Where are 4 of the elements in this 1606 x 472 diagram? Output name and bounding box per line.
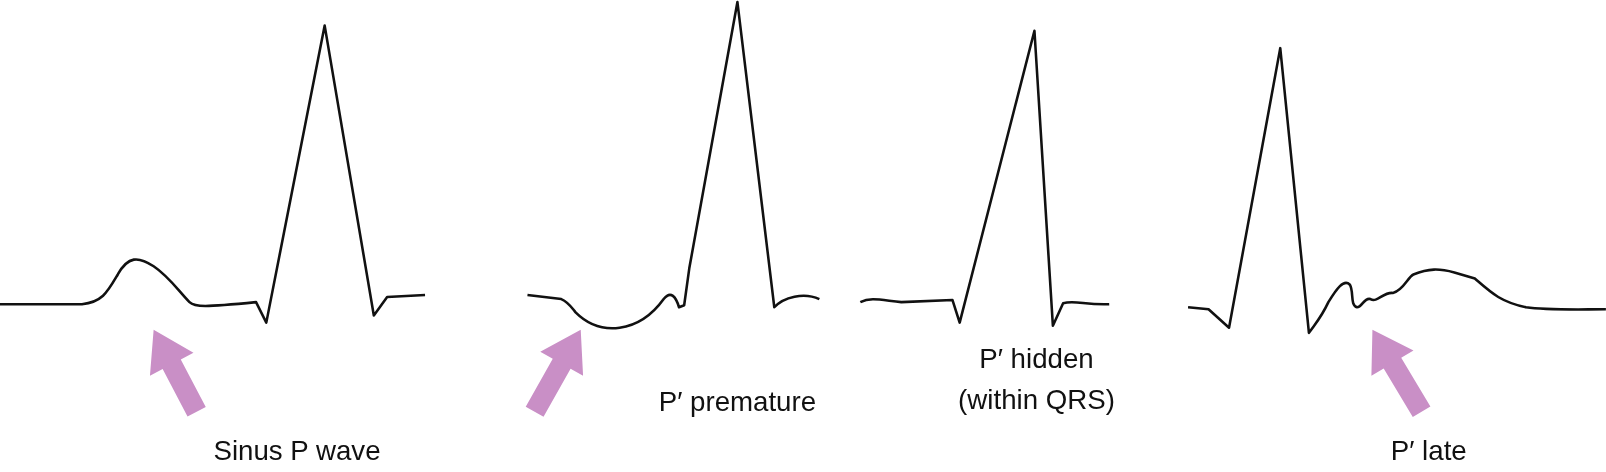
wave-label: Sinus P wave (213, 434, 381, 468)
wave-label: P′ hidden (within QRS) (957, 342, 1116, 417)
wave-label: P′ late (1390, 434, 1467, 468)
wave-label: P′ premature (658, 385, 817, 419)
